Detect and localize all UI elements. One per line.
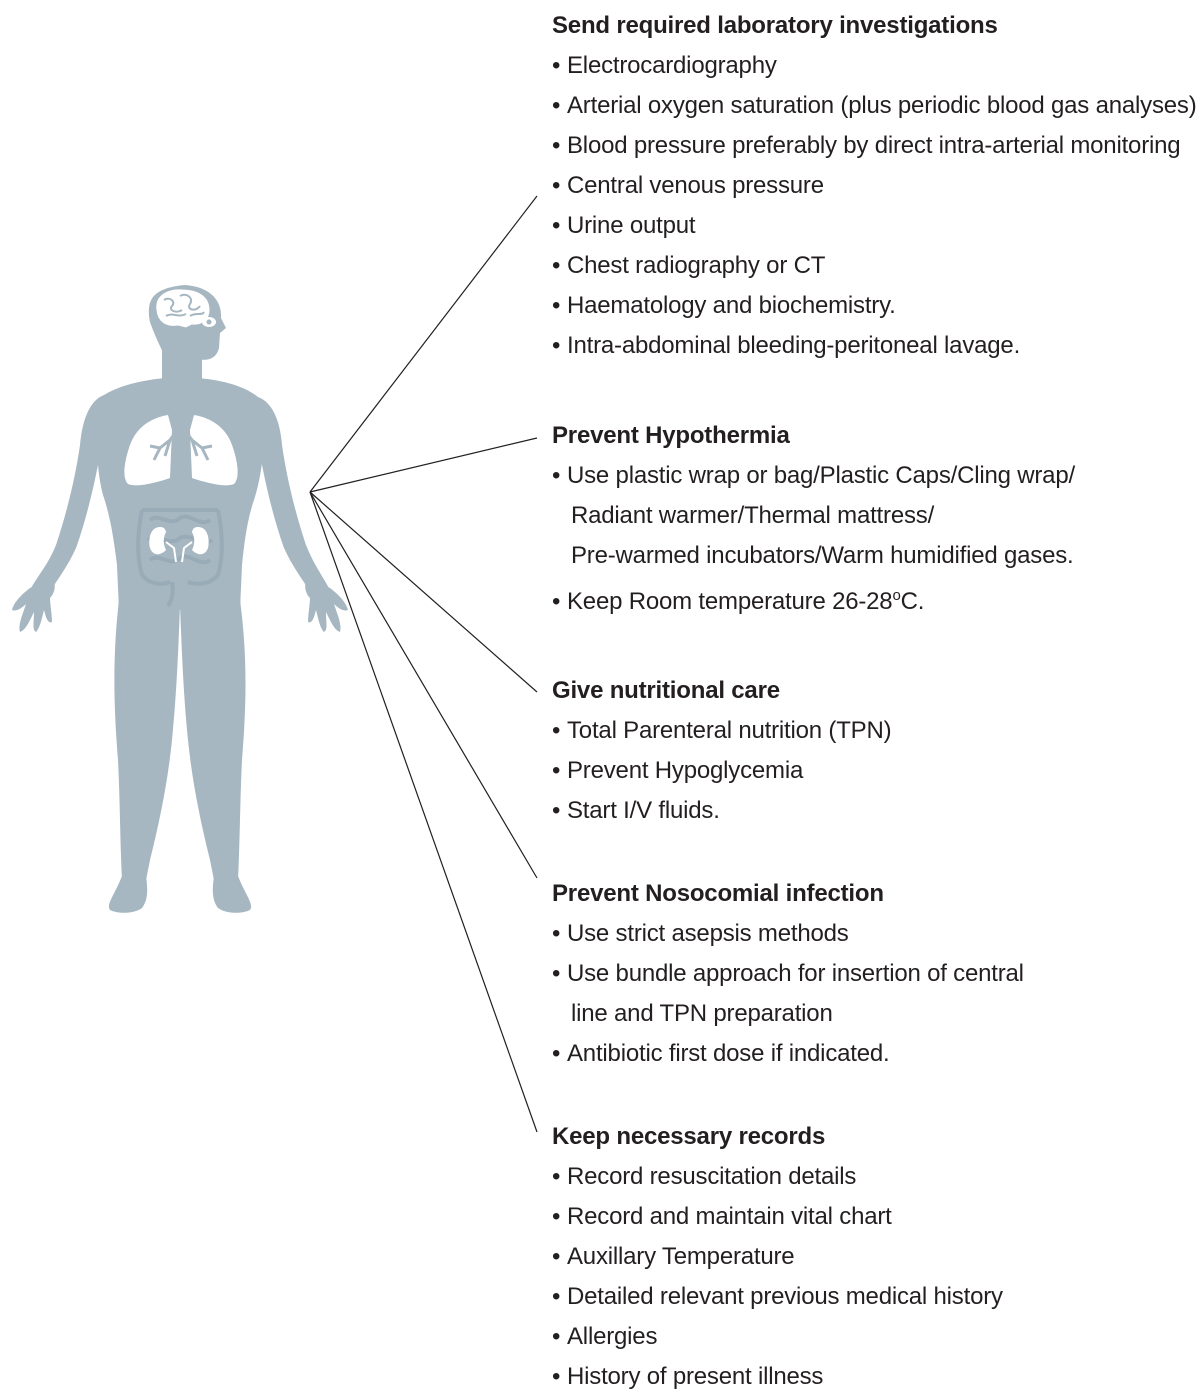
- section-heading: Give nutritional care: [552, 677, 780, 704]
- list-item: •Central venous pressure: [552, 172, 824, 199]
- list-item: •Arterial oxygen saturation (plus period…: [552, 92, 1197, 119]
- list-item: •Haematology and biochemistry.: [552, 292, 896, 319]
- section-nutritional-care: Give nutritional care •Total Parenteral …: [552, 671, 892, 831]
- list-item: •Electrocardiography: [552, 52, 777, 79]
- section-heading: Send required laboratory investigations: [552, 12, 998, 39]
- connector-to-records: [309, 491, 538, 1133]
- list-item: •Prevent Hypoglycemia: [552, 757, 804, 784]
- section-nosocomial-infection: Prevent Nosocomial infection •Use strict…: [552, 874, 1024, 1074]
- kidneys-icon: [149, 527, 209, 563]
- list-item: •Record and maintain vital chart: [552, 1203, 892, 1230]
- list-item: •Keep Room temperature 26-28oC.: [552, 587, 925, 615]
- connector-to-nutrition: [309, 491, 538, 693]
- list-item: •Use plastic wrap or bag/Plastic Caps/Cl…: [552, 462, 1075, 569]
- list-item: •Blood pressure preferably by direct int…: [552, 132, 1181, 159]
- list-item: •Use bundle approach for insertion of ce…: [552, 960, 1024, 1027]
- list-item: •Chest radiography or CT: [552, 252, 826, 279]
- list-item: •Detailed relevant previous medical hist…: [552, 1283, 1003, 1310]
- section-heading: Prevent Hypothermia: [552, 422, 790, 449]
- list-item: •Antibiotic first dose if indicated.: [552, 1040, 890, 1067]
- lungs-icon: [124, 398, 238, 486]
- section-heading: Keep necessary records: [552, 1123, 826, 1150]
- list-item: •Use strict asepsis methods: [552, 920, 849, 947]
- human-body-figure: [12, 285, 348, 913]
- list-item: •Allergies: [552, 1323, 658, 1350]
- list-item: •History of present illness: [552, 1363, 824, 1390]
- list-item: •Auxillary Temperature: [552, 1243, 795, 1270]
- section-prevent-hypothermia: Prevent Hypothermia •Use plastic wrap or…: [552, 416, 1075, 622]
- list-item: •Total Parenteral nutrition (TPN): [552, 717, 892, 744]
- section-heading: Prevent Nosocomial infection: [552, 880, 884, 907]
- connector-to-hypothermia: [309, 437, 538, 493]
- connector-to-laboratory: [309, 195, 538, 493]
- connector-to-infection: [309, 491, 538, 879]
- list-item: •Urine output: [552, 212, 696, 239]
- brain-icon: [155, 288, 211, 329]
- eye-icon: [202, 317, 216, 327]
- list-item: •Record resuscitation details: [552, 1163, 857, 1190]
- list-item: •Start I/V fluids.: [552, 797, 720, 824]
- section-laboratory-investigations: Send required laboratory investigations …: [552, 6, 1197, 366]
- list-item: •Intra-abdominal bleeding-peritoneal lav…: [552, 332, 1021, 359]
- section-necessary-records: Keep necessary records •Record resuscita…: [552, 1117, 1003, 1397]
